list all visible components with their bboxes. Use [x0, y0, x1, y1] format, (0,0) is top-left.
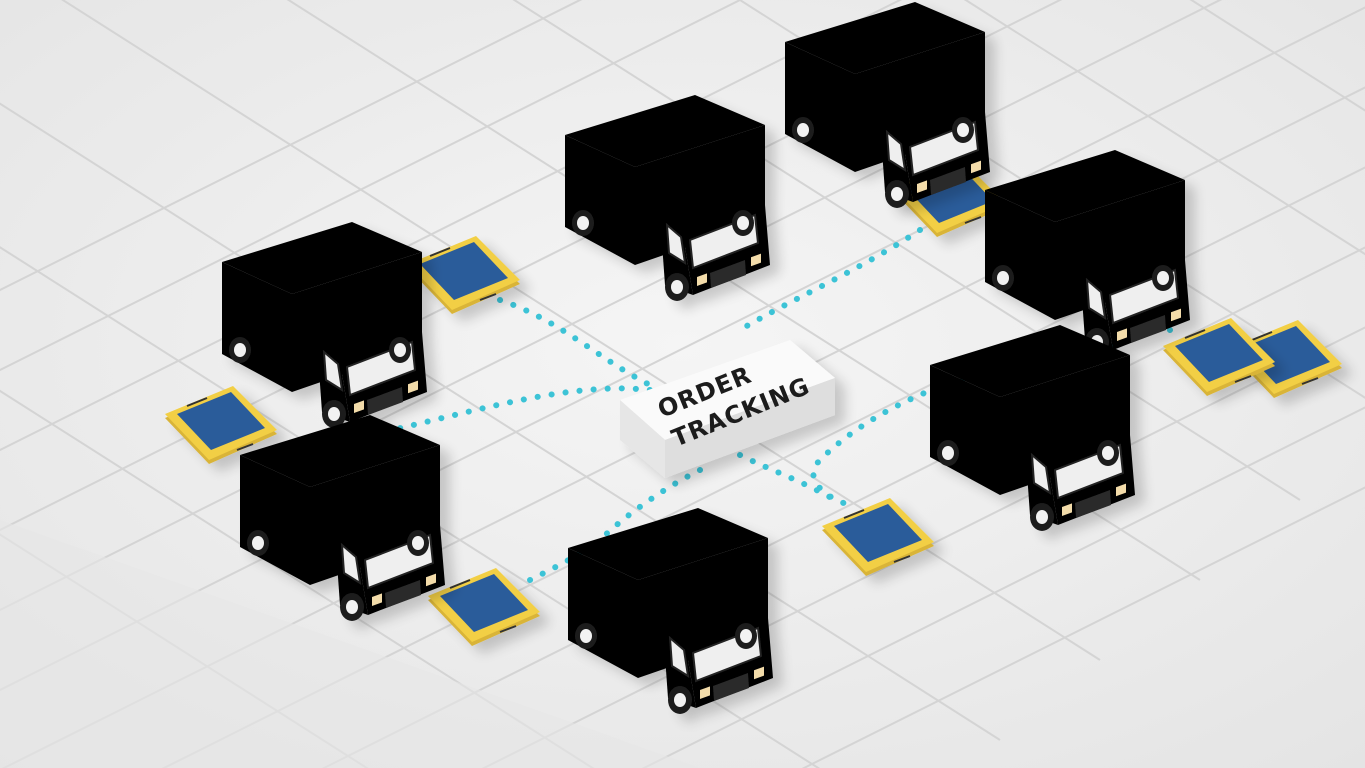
floor-edge — [0, 520, 700, 768]
